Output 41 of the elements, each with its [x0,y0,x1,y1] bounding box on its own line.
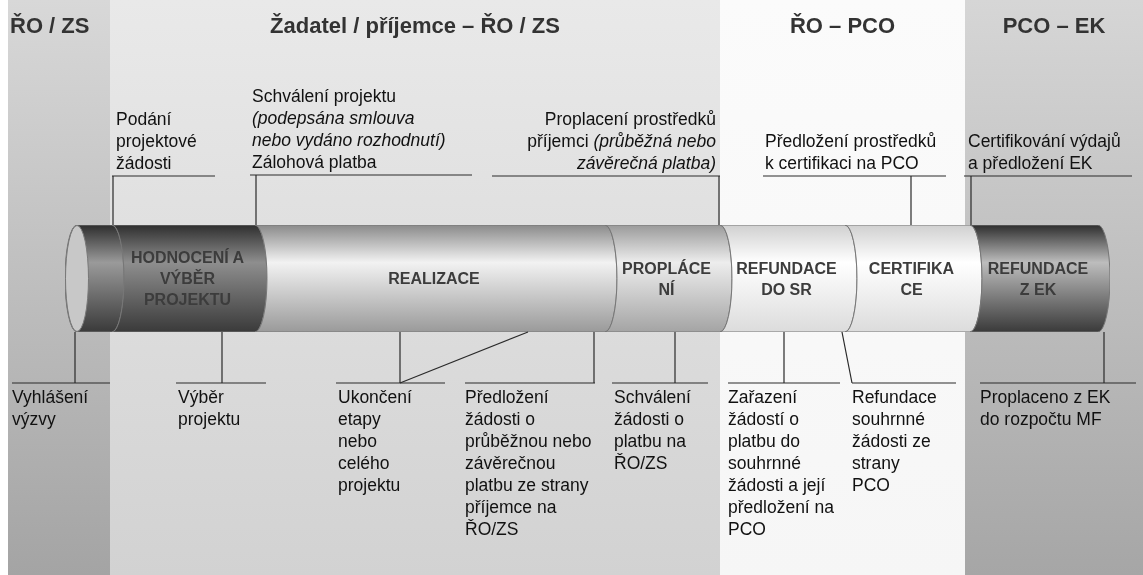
callout-text: Schválení projektu (podepsána smlouva nebo vydáno rozhodnutí) Zálohová platba [250,85,472,175]
callout-text: Předložení prostředků k certifikaci na PCO [763,130,946,176]
callout-text: Vyhlášení výzvy [12,383,110,430]
leader-line [249,174,473,226]
leader-line [979,331,1137,384]
callout-text: Schválení žádosti o platbu na ŘO/ZS [612,383,708,474]
leader-line [491,175,721,226]
callout-text: Zařazení žádostí o platbu do souhrnné žádosti a její předložení na PCO [728,383,840,540]
column-heading: ŘO – PCO [789,12,896,40]
callout-text: Proplacení prostředků příjemci (průběžná nebo závěrečná platba) [492,108,720,176]
leader-line [175,331,267,384]
leader-line [335,331,446,384]
callout-text: Výběr projektu [176,383,266,430]
column-heading: ŘO / ZS [10,12,90,40]
callout-text: Refundace souhrnné žádosti ze strany PCO [852,383,956,496]
leader-line [464,331,596,384]
callout-text: Proplaceno z EK do rozpočtu MF [980,383,1136,430]
stage-label: REALIZACE [387,269,481,289]
pipe-segment [720,225,857,332]
leader-line [111,175,216,226]
leader-line [611,331,709,384]
pipe-segment [970,225,1110,332]
pipe-segment [845,225,982,332]
leader-line [727,331,841,384]
stage-label: REFUNDACE Z EK [986,258,1090,300]
callout-text: Předložení žádosti o průběžnou nebo závěrečnou platbu ze strany příjemce na ŘO/ZS [465,383,595,540]
leader-line [11,331,111,384]
column-heading: PCO – EK [1002,12,1106,40]
leader-line [762,175,947,226]
column-heading: Žadatel / příjemce – ŘO / ZS [270,12,560,40]
pipe-end-segment [65,225,124,332]
leader-line [399,331,529,384]
leader-line [963,175,1133,226]
leader-line [841,331,957,384]
stage-label: REFUNDACE DO SR [735,258,838,300]
callout-text: Podání projektové žádosti [112,108,215,176]
callout-text: Ukončení etapy nebo celého projektu [336,383,445,496]
callout-text: Certifikování výdajů a předložení EK [964,130,1132,176]
stage-label: CERTIFIKA CE [867,258,956,300]
stage-label: PROPLÁCE NÍ [621,258,712,300]
pipe-segment [605,225,732,332]
